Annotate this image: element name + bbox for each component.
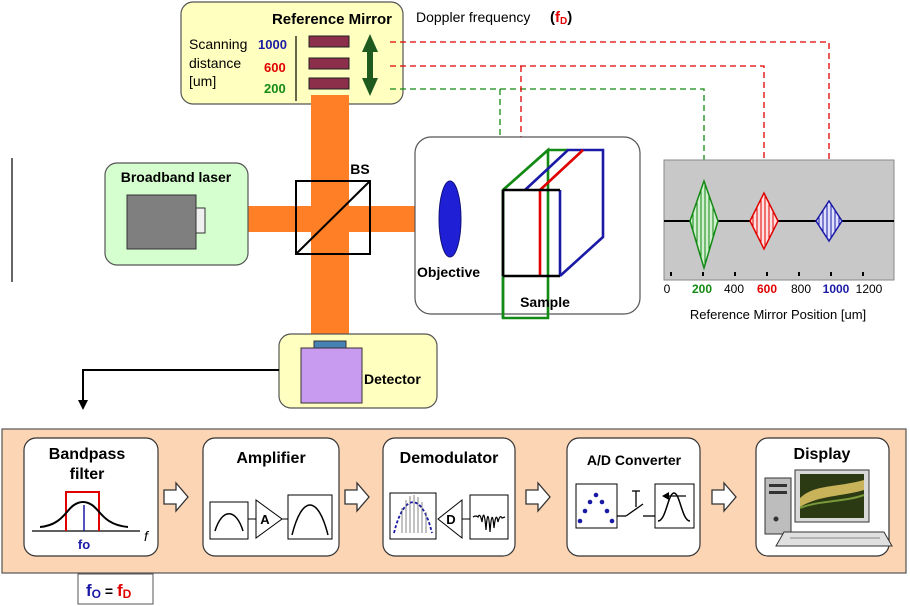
adc-switch <box>617 490 655 517</box>
tick-200: 200 <box>692 282 712 296</box>
laser-aperture <box>195 207 206 234</box>
bandpass-title-line2: filter <box>70 466 105 483</box>
doppler-label: Doppler frequency <box>416 9 530 25</box>
beam-splitter <box>295 180 371 255</box>
demodulator-op-label: D <box>446 512 455 527</box>
distance-label: distance <box>189 55 241 71</box>
demodulator-title: Demodulator <box>400 450 499 467</box>
up-down-arrow-icon <box>362 34 378 96</box>
tick-600: 600 <box>757 282 777 296</box>
equation: fO = fD <box>86 581 132 601</box>
doppler-symbol: (fD) <box>550 9 572 27</box>
demodulator-input-signal <box>469 494 509 540</box>
amplifier-op-label: A <box>260 512 270 527</box>
detector-label: Detector <box>364 371 421 387</box>
bandpass-center-label: fo <box>78 537 90 552</box>
sample-panel <box>414 136 641 315</box>
display-title: Display <box>794 446 851 463</box>
amplifier-output-signal <box>287 494 333 540</box>
bandpass-spectrum <box>39 501 129 528</box>
detector-body <box>300 347 363 404</box>
detector-window <box>313 340 347 349</box>
signal-line <box>82 369 279 404</box>
plot-tick-marks <box>670 272 864 276</box>
tick-1000: 1000 <box>823 282 850 296</box>
mirror-1000 <box>308 35 350 48</box>
plot-xlabel: Reference Mirror Position [um] <box>690 307 866 322</box>
unit-label: [um] <box>189 73 216 89</box>
amplifier-title: Amplifier <box>236 450 305 467</box>
equation-box <box>77 573 154 605</box>
sample-block <box>501 147 605 320</box>
ad-converter-title: A/D Converter <box>587 452 682 468</box>
computer-display-icon <box>764 469 893 547</box>
bandpass-title-line1: Bandpass <box>49 446 126 463</box>
mirror-600 <box>308 57 350 70</box>
objective-lens <box>438 180 462 258</box>
sample-label: Sample <box>520 294 570 310</box>
plot-tick-labels: 0 200 400 600 800 1000 1200 <box>664 282 883 296</box>
scanning-label: Scanning <box>189 36 247 52</box>
tick-400: 400 <box>724 282 744 296</box>
amplifier-input-signal <box>209 501 249 540</box>
distance-200-label: 200 <box>264 81 286 96</box>
next-stage-arrow-icon <box>163 481 737 513</box>
distance-600-label: 600 <box>264 60 286 75</box>
tick-0: 0 <box>664 282 671 296</box>
tick-800: 800 <box>791 282 811 296</box>
reference-mirror-title: Reference Mirror <box>272 11 392 28</box>
objective-label: Objective <box>417 264 480 280</box>
demodulator-output-signal <box>389 492 437 540</box>
distance-1000-label: 1000 <box>258 37 287 52</box>
laser-body <box>126 194 197 250</box>
laser-label: Broadband laser <box>121 169 232 185</box>
tick-1200: 1200 <box>856 282 883 296</box>
bandpass-axis-label: f <box>144 528 150 544</box>
bs-label: BS <box>350 161 369 177</box>
mirror-200 <box>308 77 350 90</box>
adc-analog-signal <box>654 483 695 529</box>
